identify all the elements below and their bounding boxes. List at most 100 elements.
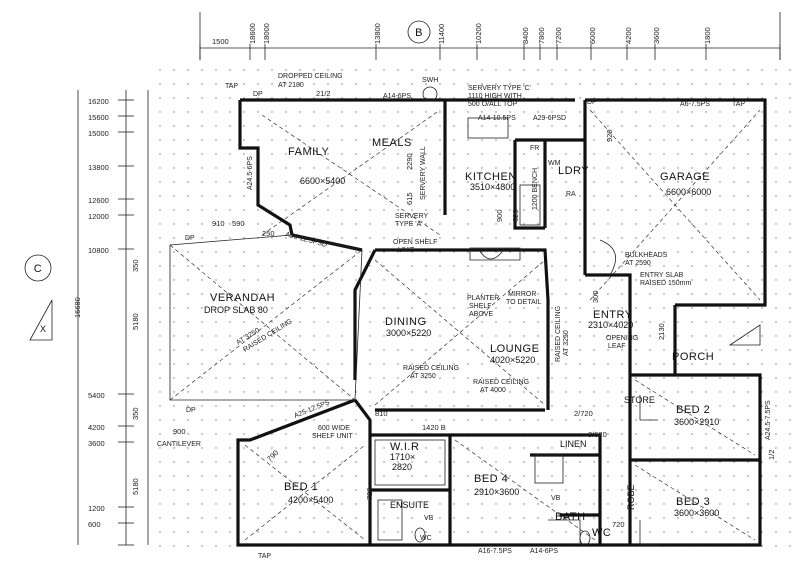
grid-dot <box>215 153 217 155</box>
grid-dot <box>649 461 651 463</box>
grid-dot <box>341 139 343 141</box>
grid-dot <box>285 83 287 85</box>
grid-dot <box>229 517 231 519</box>
grid-dot <box>411 391 413 393</box>
grid-dot <box>397 321 399 323</box>
grid-dot <box>201 251 203 253</box>
grid-dot <box>439 363 441 365</box>
grid-dot <box>719 461 721 463</box>
grid-dot <box>229 377 231 379</box>
grid-dot <box>327 69 329 71</box>
grid-dot <box>761 475 763 477</box>
grid-dot <box>691 391 693 393</box>
grid-dot <box>733 293 735 295</box>
grid-dot <box>173 447 175 449</box>
grid-dot <box>229 125 231 127</box>
grid-dot <box>523 111 525 113</box>
grid-dot <box>593 125 595 127</box>
grid-dot <box>775 307 777 309</box>
grid-dot <box>733 167 735 169</box>
grid-dot <box>201 279 203 281</box>
grid-dot <box>579 251 581 253</box>
grid-dot <box>663 209 665 211</box>
grid-dot <box>159 125 161 127</box>
grid-dot <box>481 111 483 113</box>
grid-dot <box>425 83 427 85</box>
grid-dot <box>299 251 301 253</box>
grid-dot <box>537 111 539 113</box>
grid-dot <box>565 489 567 491</box>
grid-dot <box>789 237 791 239</box>
grid-dot <box>621 447 623 449</box>
grid-dot <box>677 293 679 295</box>
grid-dot <box>355 181 357 183</box>
grid-dot <box>411 223 413 225</box>
grid-dot <box>257 69 259 71</box>
grid-dot <box>159 111 161 113</box>
grid-dot <box>621 335 623 337</box>
grid-dot <box>621 363 623 365</box>
grid-dot <box>761 461 763 463</box>
grid-dot <box>481 307 483 309</box>
grid-dot <box>635 503 637 505</box>
top-dim-8: 7200 <box>554 27 563 44</box>
grid-dot <box>705 447 707 449</box>
grid-dot <box>201 419 203 421</box>
grid-dot <box>271 391 273 393</box>
grid-dot <box>775 139 777 141</box>
grid-dot <box>397 125 399 127</box>
grid-dot <box>355 503 357 505</box>
grid-dot <box>635 321 637 323</box>
grid-dot <box>341 461 343 463</box>
grid-dot <box>607 475 609 477</box>
grid-dot <box>383 265 385 267</box>
grid-dot <box>705 181 707 183</box>
grid-dot <box>257 125 259 127</box>
grid-dot <box>733 223 735 225</box>
grid-dot <box>215 461 217 463</box>
grid-dot <box>733 503 735 505</box>
note-open-shelf-unit: UNIT <box>398 247 415 254</box>
grid-dot <box>761 167 763 169</box>
grid-dot <box>369 97 371 99</box>
grid-dot <box>453 125 455 127</box>
grid-dot <box>229 83 231 85</box>
grid-dot <box>621 419 623 421</box>
grid-dot <box>621 489 623 491</box>
grid-dot <box>565 335 567 337</box>
grid-dot <box>719 293 721 295</box>
note-servery-c-2: 500 O/ALL TOP <box>468 101 518 108</box>
robe-bed3 <box>639 520 660 546</box>
grid-dot <box>229 363 231 365</box>
grid-dot <box>789 279 791 281</box>
grid-dot <box>159 279 161 281</box>
grid-dot <box>411 405 413 407</box>
grid-dot <box>453 321 455 323</box>
grid-dot <box>481 167 483 169</box>
grid-dot <box>397 461 399 463</box>
grid-dot <box>187 265 189 267</box>
grid-dot <box>509 139 511 141</box>
grid-dot <box>593 349 595 351</box>
grid-dot <box>467 405 469 407</box>
grid-dot <box>775 153 777 155</box>
grid-dot <box>243 251 245 253</box>
grid-dot <box>621 391 623 393</box>
note-vb-2: VB <box>551 495 561 502</box>
grid-dot <box>789 97 791 99</box>
dot-grid <box>159 69 791 547</box>
grid-dot <box>411 461 413 463</box>
grid-dot <box>369 405 371 407</box>
grid-dot <box>537 447 539 449</box>
left-dim-0: 16200 <box>88 97 109 106</box>
grid-dot <box>705 377 707 379</box>
grid-dot <box>789 349 791 351</box>
grid-dot <box>341 419 343 421</box>
grid-dot <box>257 503 259 505</box>
grid-dot <box>691 363 693 365</box>
grid-dot <box>579 335 581 337</box>
grid-dot <box>523 363 525 365</box>
grid-dot <box>509 153 511 155</box>
grid-dot <box>621 433 623 435</box>
grid-dot <box>187 307 189 309</box>
